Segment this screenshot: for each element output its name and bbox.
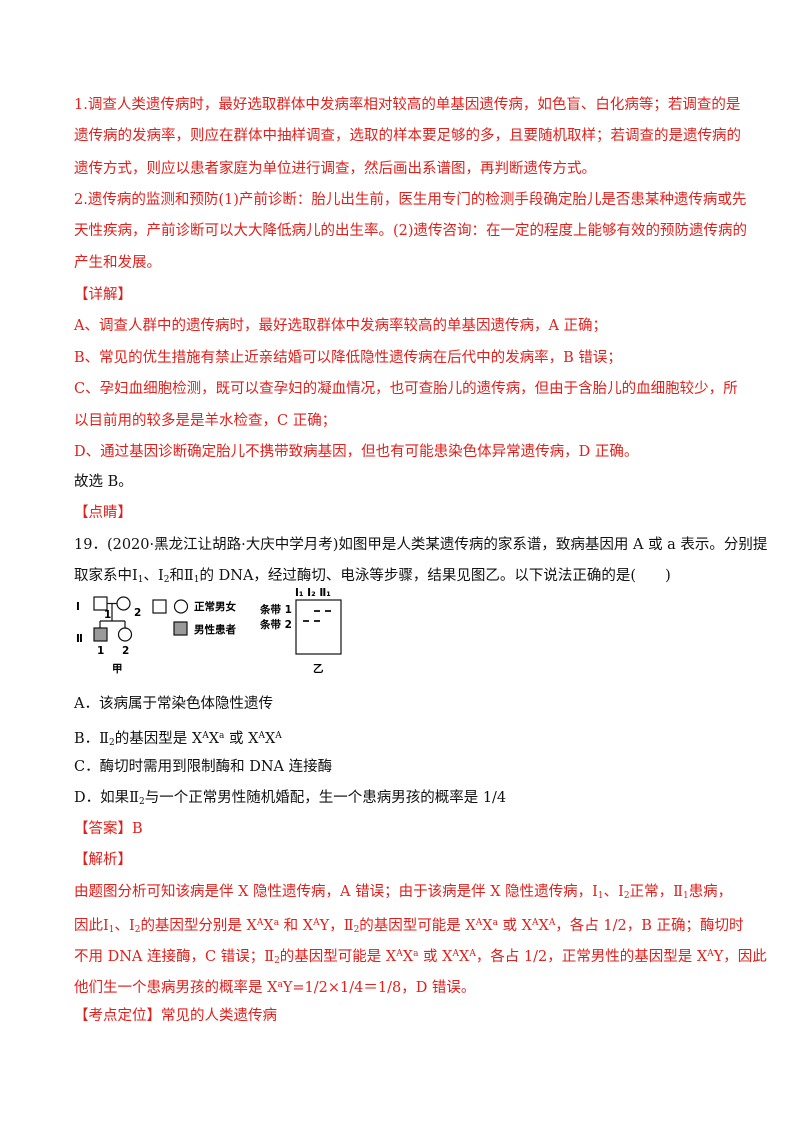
gen2-number-2: 2 bbox=[122, 645, 129, 657]
text-line: A、调查人群中的遗传病时，最好选取群体中发病率较高的单基因遗传病，A 正确； bbox=[74, 318, 608, 334]
text-line: C、孕妇血细胞检测，既可以查孕妇的凝血情况，也可查胎儿的遗传病，但由于含胎儿的血… bbox=[74, 381, 738, 397]
band2-label: 条带 2 bbox=[259, 618, 292, 631]
analysis-line: 因此Ⅰ1、Ⅰ2的基因型分别是 XAXa 和 XAY，Ⅱ2的基因型可能是 XAXa… bbox=[74, 918, 744, 935]
gel-box bbox=[295, 599, 342, 655]
gen2-number-1: 1 bbox=[97, 645, 104, 657]
analysis-line: 由题图分析可知该病是伴 X 隐性遗传病，A 错误；由于该病是伴 X 隐性遗传病，… bbox=[74, 884, 733, 901]
text-line: 1.调查人类遗传病时，最好选取群体中发病率相对较高的单基因遗传病，如色盲、白化病… bbox=[74, 97, 741, 113]
option-b: B．Ⅱ2的基因型是 XAXa 或 XAXA bbox=[74, 731, 282, 748]
legend-patient: 男性患者 bbox=[194, 623, 236, 636]
analysis-heading: 【解析】 bbox=[74, 852, 132, 868]
text-line: D、通过基因诊断确定胎儿不携带致病基因，但也有可能患染色体异常遗传病，D 正确。 bbox=[74, 444, 639, 460]
text-line: 遗传方式，则应以患者家庭为单位进行调查，然后画出系谱图，再判断遗传方式。 bbox=[74, 161, 596, 177]
analysis-line: 不用 DNA 连接酶，C 错误；Ⅱ2的基因型可能是 XAXa 或 XAXA，各占… bbox=[74, 949, 767, 966]
text-line: B、常见的优生措施有禁止近亲结婚可以降低隐性遗传病在后代中的发病率，B 错误； bbox=[74, 350, 622, 366]
detail-heading: 【详解】 bbox=[74, 287, 132, 303]
legend-patient-symbol bbox=[173, 621, 188, 636]
option-c: C．酶切时需用到限制酶和 DNA 连接酶 bbox=[74, 759, 333, 775]
footer-topic: 【考点定位】常见的人类遗传病 bbox=[74, 1008, 277, 1024]
figure-label-yi: 乙 bbox=[313, 663, 324, 675]
option-a: A．该病属于常染色体隐性遗传 bbox=[74, 696, 273, 712]
figure-label-jia: 甲 bbox=[112, 663, 123, 675]
normal-female-symbol bbox=[117, 627, 133, 642]
pedigree-figure: Ⅰ Ⅱ 1 2 1 2 甲 正常男女 男性患者 Ⅰ₁ Ⅰ₂ Ⅱ₁ 条带 1 条带… bbox=[76, 587, 342, 675]
option-d: D．如果Ⅱ2与一个正常男性随机婚配，生一个患病男孩的概率是 1/4 bbox=[74, 790, 507, 807]
text-line: 以目前用的较多是是羊水检查，C 正确； bbox=[74, 413, 337, 429]
gen1-number-1: 1 bbox=[104, 609, 111, 621]
band1-label: 条带 1 bbox=[259, 603, 292, 616]
tip-heading: 【点睛】 bbox=[74, 505, 132, 521]
conclusion: 故选 B。 bbox=[74, 474, 133, 490]
gen1-number-2: 2 bbox=[134, 607, 141, 619]
answer-heading: 【答案】B bbox=[74, 821, 143, 837]
text-line: 天性疾病，产前诊断可以大大降低病儿的出生率。(2)遗传咨询：在一定的程度上能够有… bbox=[74, 223, 748, 239]
normal-female-symbol bbox=[116, 596, 131, 611]
text-line: 遗传病的发病率，则应在群体中抽样调查，选取的样本要足够的多，且要随机取样；若调查… bbox=[74, 128, 741, 144]
legend-male-symbol bbox=[152, 599, 167, 614]
affected-male-symbol bbox=[93, 627, 108, 642]
question-line: 取家系中Ⅰ1、Ⅰ2和Ⅱ1的 DNA，经过酶切、电泳等步骤，结果见图乙。以下说法正… bbox=[74, 568, 671, 585]
gen2-label: Ⅱ bbox=[76, 633, 83, 645]
legend-female-symbol bbox=[173, 599, 189, 614]
gen1-label: Ⅰ bbox=[76, 601, 80, 613]
analysis-line: 他们生一个患病男孩的概率是 XaY=1/2×1/4＝1/8，D 错误。 bbox=[74, 980, 476, 996]
lane-labels: Ⅰ₁ Ⅰ₂ Ⅱ₁ bbox=[295, 587, 331, 599]
text-line: 产生和发展。 bbox=[74, 255, 161, 271]
legend-normal: 正常男女 bbox=[194, 600, 236, 613]
text-line: 2.遗传病的监测和预防(1)产前诊断：胎儿出生前，医生用专门的检测手段确定胎儿是… bbox=[74, 192, 747, 208]
question-line: 19．(2020·黑龙江让胡路·大庆中学月考)如图甲是人类某遗传病的家系谱，致病… bbox=[74, 537, 768, 553]
